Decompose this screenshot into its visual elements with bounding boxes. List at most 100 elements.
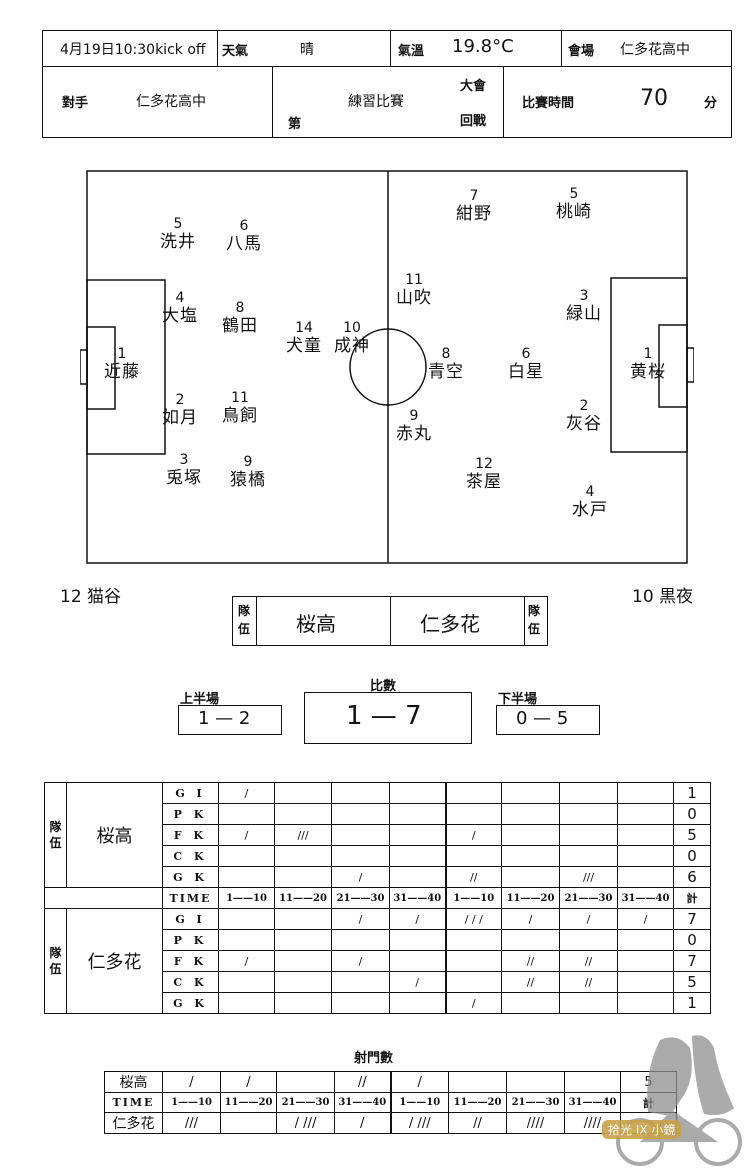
- stat-tally-cell: [218, 803, 275, 825]
- shots-time-slot: 1——10: [162, 1092, 221, 1113]
- stat-tally-cell: [274, 803, 332, 825]
- stat-tally-cell: [617, 803, 674, 825]
- stat-tally-cell: /: [218, 950, 275, 972]
- weather-label: 天氣: [222, 44, 249, 59]
- stat-tally-cell: [274, 992, 332, 1014]
- stat-category: C K: [162, 971, 219, 993]
- stat-tally-cell: [501, 845, 560, 867]
- shots-tally-cell: / ///: [276, 1112, 335, 1134]
- stat-tally-cell: [445, 782, 502, 804]
- stat-category: P K: [162, 929, 219, 951]
- duration-value: 70: [640, 86, 668, 111]
- stat-total: 0: [673, 845, 711, 867]
- stat-tally-cell: [559, 845, 618, 867]
- stat-tally-cell: / / /: [445, 908, 502, 930]
- stat-tally-cell: [617, 845, 674, 867]
- stat-tally-cell: [389, 824, 447, 846]
- stat-tally-cell: [445, 971, 502, 993]
- stat-category: G I: [162, 782, 219, 804]
- shots-title: 射門數: [354, 1051, 394, 1066]
- kickoff-time: 4月19日10:30kick off: [60, 42, 206, 58]
- stats-row: G K/1: [45, 992, 711, 1014]
- stat-tally-cell: [389, 992, 447, 1014]
- stat-tally-cell: /: [389, 971, 447, 993]
- shots-row-away: 仁多花//// ///// /////////////: [104, 1112, 677, 1134]
- shots-tally-cell: [506, 1071, 565, 1093]
- stat-total: 7: [673, 950, 711, 972]
- shots-tally-cell: [448, 1071, 507, 1093]
- shots-tally-cell: [276, 1071, 335, 1093]
- stat-tally-cell: [389, 929, 447, 951]
- stat-tally-cell: [617, 992, 674, 1014]
- shots-time-slot: 11——20: [448, 1092, 507, 1113]
- shots-tally-cell: /: [390, 1071, 449, 1093]
- team-side-label: 隊伍: [44, 782, 67, 888]
- stat-tally-cell: [389, 866, 447, 888]
- left-substitute: 12 猫谷: [60, 587, 122, 607]
- stat-tally-cell: [218, 971, 275, 993]
- stat-tally-cell: [218, 866, 275, 888]
- time-slot: 31——40: [389, 887, 447, 909]
- stat-tally-cell: [389, 803, 447, 825]
- stat-total: 1: [673, 782, 711, 804]
- time-slot: 21——30: [559, 887, 618, 909]
- first-half-score: 1 — 2: [198, 708, 251, 729]
- stat-tally-cell: [559, 782, 618, 804]
- watermark-silhouette: [616, 1035, 742, 1166]
- stat-tally-cell: [559, 929, 618, 951]
- stat-category: F K: [162, 950, 219, 972]
- second-half-box: [496, 705, 600, 735]
- stat-tally-cell: /: [617, 908, 674, 930]
- stat-tally-cell: [501, 866, 560, 888]
- time-slot: 31——40: [617, 887, 674, 909]
- stat-tally-cell: /: [218, 782, 275, 804]
- stat-tally-cell: //: [501, 971, 560, 993]
- shots-tally-cell: ////: [506, 1112, 565, 1134]
- stat-category: F K: [162, 824, 219, 846]
- stat-category: P K: [162, 803, 219, 825]
- stat-tally-cell: //: [559, 950, 618, 972]
- stat-tally-cell: [617, 950, 674, 972]
- stat-tally-cell: //: [501, 950, 560, 972]
- temp-value: 19.8°C: [452, 36, 514, 57]
- time-slot: 1——10: [445, 887, 502, 909]
- stat-tally-cell: [559, 803, 618, 825]
- stat-tally-cell: [331, 782, 390, 804]
- time-slot: 11——20: [501, 887, 560, 909]
- match-type: 練習比賽: [348, 94, 404, 110]
- second-half-label: 下半場: [498, 692, 538, 707]
- shots-tally-cell: /: [220, 1071, 277, 1093]
- teams-bar-side-left: 隊伍: [238, 604, 251, 636]
- stat-total: 5: [673, 971, 711, 993]
- shots-team-name: 仁多花: [104, 1112, 163, 1134]
- stats-team-name: 仁多花: [66, 908, 163, 1014]
- stat-tally-cell: /: [501, 908, 560, 930]
- shots-team-name: 桜高: [104, 1071, 163, 1093]
- temp-label: 氣溫: [398, 44, 425, 59]
- stat-tally-cell: [445, 803, 502, 825]
- total-score-box: [304, 692, 472, 744]
- stat-tally-cell: [274, 866, 332, 888]
- stat-tally-cell: [274, 908, 332, 930]
- round-bottom: 回戰: [460, 114, 487, 129]
- stat-tally-cell: [331, 992, 390, 1014]
- stat-tally-cell: /: [559, 908, 618, 930]
- total-label: 計: [673, 887, 711, 909]
- shots-tally-cell: /: [334, 1112, 392, 1134]
- stat-tally-cell: [274, 971, 332, 993]
